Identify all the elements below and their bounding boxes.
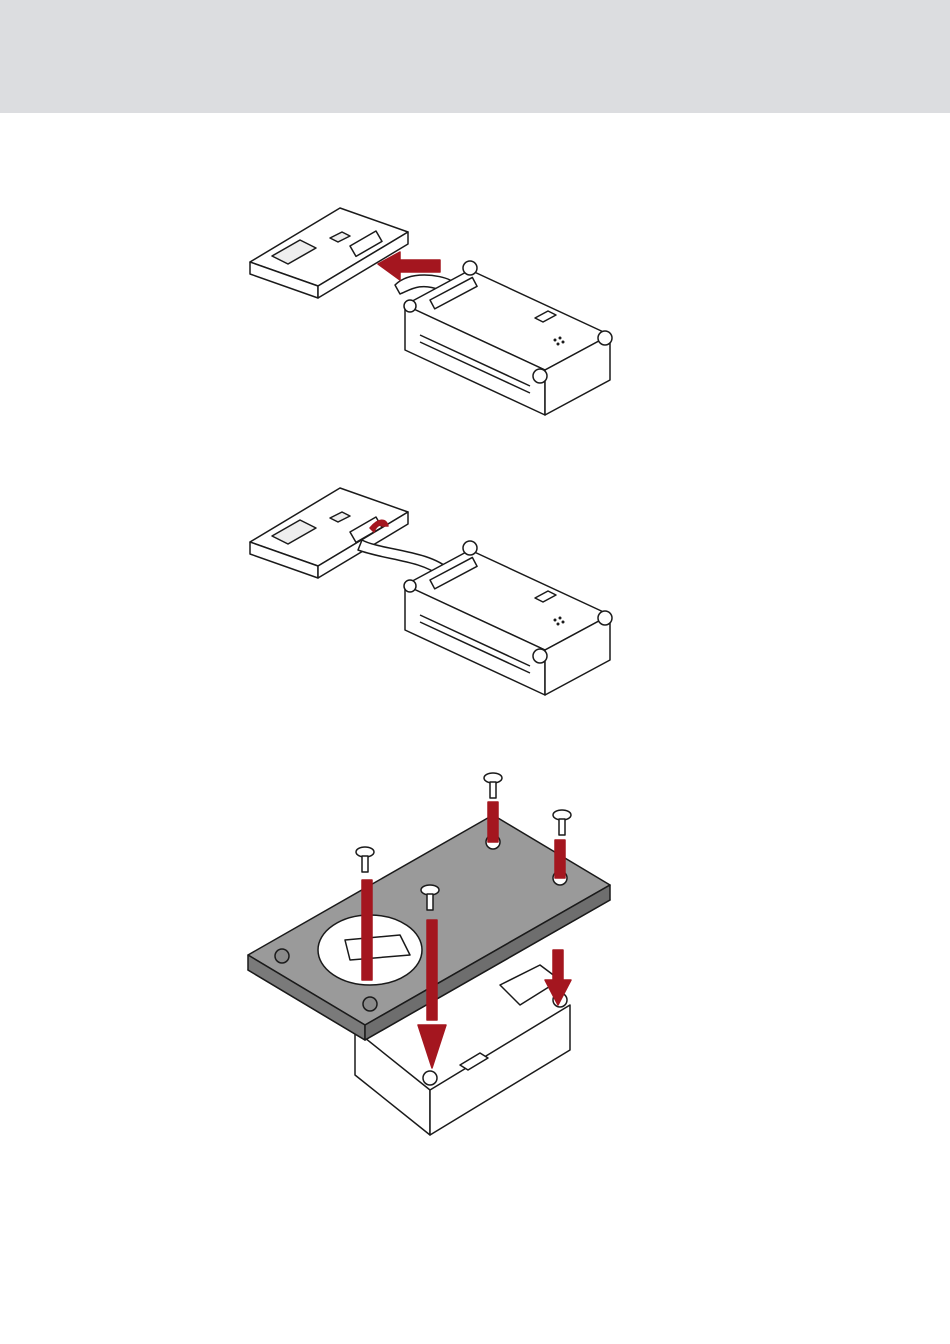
figure-mount-cover	[0, 760, 950, 1150]
header-band	[0, 0, 950, 113]
figure-connect-cable	[0, 190, 950, 430]
figure-close-latch	[0, 480, 950, 710]
camera-board	[250, 208, 408, 298]
camera-board	[250, 488, 408, 578]
